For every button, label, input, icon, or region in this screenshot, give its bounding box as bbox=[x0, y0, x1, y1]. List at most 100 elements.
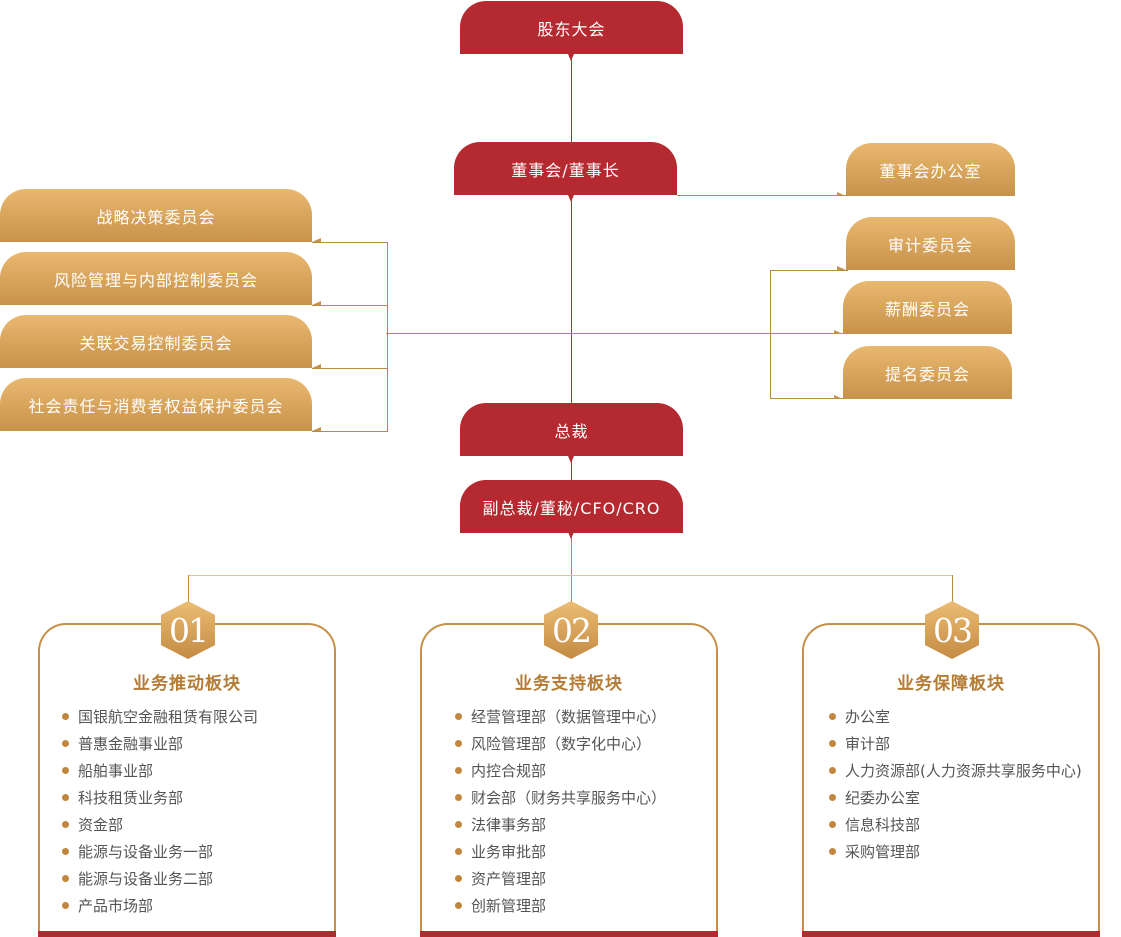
node-board[interactable]: 董事会/董事长 bbox=[454, 142, 677, 195]
bullet-icon bbox=[62, 740, 69, 747]
hexagon-badge-02: 02 bbox=[544, 601, 598, 659]
list-item-label: 人力资源部(人力资源共享服务中心) bbox=[845, 761, 1082, 780]
list-item-label: 能源与设备业务二部 bbox=[78, 869, 214, 888]
connector-block-03 bbox=[952, 575, 953, 605]
list-item[interactable]: 普惠金融事业部 bbox=[62, 732, 258, 759]
committee-right-1[interactable]: 薪酬委员会 bbox=[834, 281, 1012, 334]
list-item[interactable]: 能源与设备业务一部 bbox=[62, 840, 258, 867]
block-card-02: 业务支持板块 经营管理部（数据管理中心） 风险管理部（数字化中心） 内控合规部 … bbox=[420, 623, 718, 937]
list-item[interactable]: 创新管理部 bbox=[455, 894, 666, 921]
committee-left-2[interactable]: 关联交易控制委员会 bbox=[0, 315, 321, 368]
committee-label: 战略决策委员会 bbox=[96, 207, 216, 227]
list-item[interactable]: 法律事务部 bbox=[455, 813, 666, 840]
committee-right-0[interactable]: 审计委员会 bbox=[837, 217, 1015, 270]
list-item-label: 办公室 bbox=[845, 707, 891, 726]
list-item[interactable]: 国银航空金融租赁有限公司 bbox=[62, 705, 258, 732]
bullet-icon bbox=[455, 713, 462, 720]
list-item[interactable]: 财会部（财务共享服务中心） bbox=[455, 786, 666, 813]
bullet-icon bbox=[455, 848, 462, 855]
bullet-icon bbox=[455, 902, 462, 909]
connector-right-1 bbox=[770, 270, 848, 271]
block-list: 经营管理部（数据管理中心） 风险管理部（数字化中心） 内控合规部 财会部（财务共… bbox=[455, 705, 666, 921]
list-item[interactable]: 能源与设备业务二部 bbox=[62, 867, 258, 894]
committee-left-3[interactable]: 社会责任与消费者权益保护委员会 bbox=[0, 378, 321, 431]
connector-committees-horizontal bbox=[386, 333, 843, 334]
bullet-icon bbox=[62, 767, 69, 774]
committee-label: 提名委员会 bbox=[884, 364, 970, 384]
arrow-down-icon bbox=[568, 54, 574, 61]
bullet-icon bbox=[829, 740, 836, 747]
connector-left-1 bbox=[312, 242, 388, 243]
list-item[interactable]: 内控合规部 bbox=[455, 759, 666, 786]
list-item-label: 产品市场部 bbox=[78, 896, 154, 915]
bullet-icon bbox=[62, 902, 69, 909]
list-item-label: 能源与设备业务一部 bbox=[78, 842, 214, 861]
committee-label: 薪酬委员会 bbox=[884, 299, 970, 319]
list-item[interactable]: 信息科技部 bbox=[829, 813, 1082, 840]
list-item-label: 审计部 bbox=[845, 734, 891, 753]
list-item[interactable]: 风险管理部（数字化中心） bbox=[455, 732, 666, 759]
block-title: 业务推动板块 bbox=[133, 674, 241, 694]
list-item-label: 采购管理部 bbox=[845, 842, 921, 861]
node-board-office[interactable]: 董事会办公室 bbox=[837, 143, 1015, 196]
badge-number: 03 bbox=[933, 610, 973, 650]
list-item[interactable]: 采购管理部 bbox=[829, 840, 1082, 867]
connector-blocks-horizontal bbox=[188, 575, 953, 576]
committee-label: 风险管理与内部控制委员会 bbox=[53, 270, 258, 290]
arrow-down-icon bbox=[568, 195, 574, 202]
list-item-label: 创新管理部 bbox=[471, 896, 547, 915]
connector-right-3 bbox=[770, 398, 848, 399]
node-president[interactable]: 总裁 bbox=[460, 403, 683, 456]
list-item-label: 经营管理部（数据管理中心） bbox=[471, 707, 667, 726]
block-list: 办公室 审计部 人力资源部(人力资源共享服务中心) 纪委办公室 信息科技部 采购… bbox=[829, 705, 1082, 867]
committee-left-0[interactable]: 战略决策委员会 bbox=[0, 189, 321, 242]
node-president-label: 总裁 bbox=[554, 421, 589, 441]
connector-left-2 bbox=[312, 305, 388, 306]
node-vp-label: 副总裁/董秘/CFO/CRO bbox=[482, 498, 661, 518]
connector-left-4 bbox=[312, 431, 388, 432]
bullet-icon bbox=[829, 713, 836, 720]
list-item[interactable]: 船舶事业部 bbox=[62, 759, 258, 786]
connector-right-bracket bbox=[770, 270, 771, 398]
committee-right-2[interactable]: 提名委员会 bbox=[834, 346, 1012, 399]
list-item[interactable]: 科技租赁业务部 bbox=[62, 786, 258, 813]
list-item[interactable]: 人力资源部(人力资源共享服务中心) bbox=[829, 759, 1082, 786]
bullet-icon bbox=[455, 794, 462, 801]
list-item[interactable]: 资产管理部 bbox=[455, 867, 666, 894]
node-board-label: 董事会/董事长 bbox=[511, 160, 620, 180]
committee-label: 审计委员会 bbox=[887, 235, 973, 255]
list-item[interactable]: 经营管理部（数据管理中心） bbox=[455, 705, 666, 732]
bullet-icon bbox=[62, 794, 69, 801]
arrow-down-icon bbox=[568, 532, 574, 539]
pill-notch bbox=[834, 395, 843, 399]
connector-left-3 bbox=[312, 368, 388, 369]
list-item[interactable]: 业务审批部 bbox=[455, 840, 666, 867]
node-vp[interactable]: 副总裁/董秘/CFO/CRO bbox=[460, 480, 683, 533]
committee-left-1[interactable]: 风险管理与内部控制委员会 bbox=[0, 252, 321, 305]
block-list: 国银航空金融租赁有限公司 普惠金融事业部 船舶事业部 科技租赁业务部 资金部 能… bbox=[62, 705, 258, 921]
bullet-icon bbox=[455, 767, 462, 774]
connector-president-vp bbox=[571, 456, 572, 480]
list-item[interactable]: 产品市场部 bbox=[62, 894, 258, 921]
list-item-label: 内控合规部 bbox=[471, 761, 547, 780]
connector-block-01 bbox=[188, 575, 189, 605]
connector-board-office bbox=[677, 195, 847, 196]
badge-number: 01 bbox=[169, 610, 209, 650]
list-item[interactable]: 审计部 bbox=[829, 732, 1082, 759]
committee-label: 关联交易控制委员会 bbox=[79, 333, 233, 353]
bullet-icon bbox=[62, 848, 69, 855]
pill-notch bbox=[834, 330, 843, 334]
node-shareholders[interactable]: 股东大会 bbox=[460, 1, 683, 54]
list-item[interactable]: 资金部 bbox=[62, 813, 258, 840]
bullet-icon bbox=[62, 875, 69, 882]
bullet-icon bbox=[829, 767, 836, 774]
bullet-icon bbox=[829, 794, 836, 801]
block-card-01: 业务推动板块 国银航空金融租赁有限公司 普惠金融事业部 船舶事业部 科技租赁业务… bbox=[38, 623, 336, 937]
block-card-03: 业务保障板块 办公室 审计部 人力资源部(人力资源共享服务中心) 纪委办公室 信… bbox=[802, 623, 1100, 937]
list-item-label: 风险管理部（数字化中心） bbox=[471, 734, 652, 753]
list-item[interactable]: 办公室 bbox=[829, 705, 1082, 732]
bullet-icon bbox=[455, 740, 462, 747]
list-item[interactable]: 纪委办公室 bbox=[829, 786, 1082, 813]
list-item-label: 信息科技部 bbox=[845, 815, 921, 834]
list-item-label: 国银航空金融租赁有限公司 bbox=[78, 707, 259, 726]
